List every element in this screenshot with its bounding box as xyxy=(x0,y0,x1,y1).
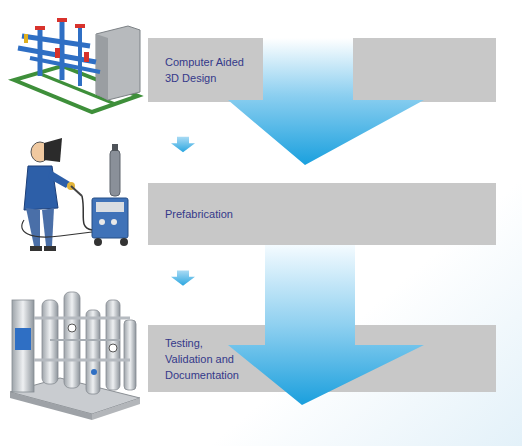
piping-skid-illustration-part xyxy=(24,34,28,43)
process-skid-illustration-part xyxy=(34,317,130,320)
step-arrow xyxy=(171,137,195,152)
step-label: Computer Aided 3D Design xyxy=(165,54,253,86)
welder-illustration-part xyxy=(82,196,92,230)
welder-illustration-part xyxy=(48,170,70,188)
process-skid-illustration-part xyxy=(92,398,140,420)
welder-illustration-part xyxy=(94,238,102,246)
welder-illustration-part xyxy=(71,186,82,196)
process-skid-illustration-part xyxy=(124,320,136,390)
welder-illustration-part xyxy=(110,150,120,196)
piping-skid-illustration-part xyxy=(75,24,85,28)
welder-illustration-part xyxy=(44,246,56,251)
welder-illustration-part xyxy=(112,144,118,151)
welder-illustration-part xyxy=(26,208,40,246)
piping-skid-illustration-part xyxy=(96,34,108,100)
step-arrow xyxy=(171,271,195,286)
flow-arrow xyxy=(228,245,424,405)
piping-skid-illustration-part xyxy=(38,30,43,76)
piping-skid-illustration-part xyxy=(60,22,65,80)
piping-skid-illustration-part xyxy=(96,26,140,100)
connector-group xyxy=(171,137,195,286)
welder-illustration-part xyxy=(120,238,128,246)
process-skid-illustration-part xyxy=(12,300,34,392)
welder-illustration-part xyxy=(99,219,105,225)
welder-illustration-part xyxy=(42,208,54,246)
process-skid-illustration-part xyxy=(10,392,92,420)
process-skid-illustration-part xyxy=(91,369,97,375)
process-skid-illustration-part xyxy=(50,339,120,341)
illustration-panel xyxy=(6,8,144,428)
process-skid-illustration-part xyxy=(86,310,100,394)
step-label: Prefabrication xyxy=(165,206,305,222)
welder-illustration xyxy=(22,138,128,251)
flow-arrow xyxy=(228,38,424,165)
piping-skid-illustration-part xyxy=(35,26,45,30)
welder-illustration-part xyxy=(22,220,92,237)
process-skid-illustration-part xyxy=(42,300,58,384)
process-skid-illustration xyxy=(10,292,140,420)
welder-illustration-part xyxy=(96,202,124,212)
process-band: Prefabrication xyxy=(148,183,496,245)
piping-skid-illustration-part xyxy=(55,48,60,58)
welder-illustration-part xyxy=(111,219,117,225)
process-skid-illustration-part xyxy=(109,344,117,352)
welder-illustration-part xyxy=(44,138,62,162)
welder-illustration-part xyxy=(92,198,128,238)
piping-skid-illustration-part xyxy=(78,28,82,86)
process-band: Testing, Validation and Documentation xyxy=(148,325,496,392)
process-skid-illustration-part xyxy=(15,328,31,350)
piping-skid-illustration-part xyxy=(84,52,89,62)
process-skid-illustration-part xyxy=(106,300,120,390)
process-band: Computer Aided 3D Design xyxy=(148,38,496,102)
welder-illustration-part xyxy=(30,246,42,251)
step-label: Testing, Validation and Documentation xyxy=(165,335,245,383)
piping-skid-illustration-part xyxy=(57,18,67,22)
process-skid-illustration-part xyxy=(34,359,130,362)
process-skid-illustration-part xyxy=(68,324,76,332)
piping-skid-illustration xyxy=(14,18,140,112)
